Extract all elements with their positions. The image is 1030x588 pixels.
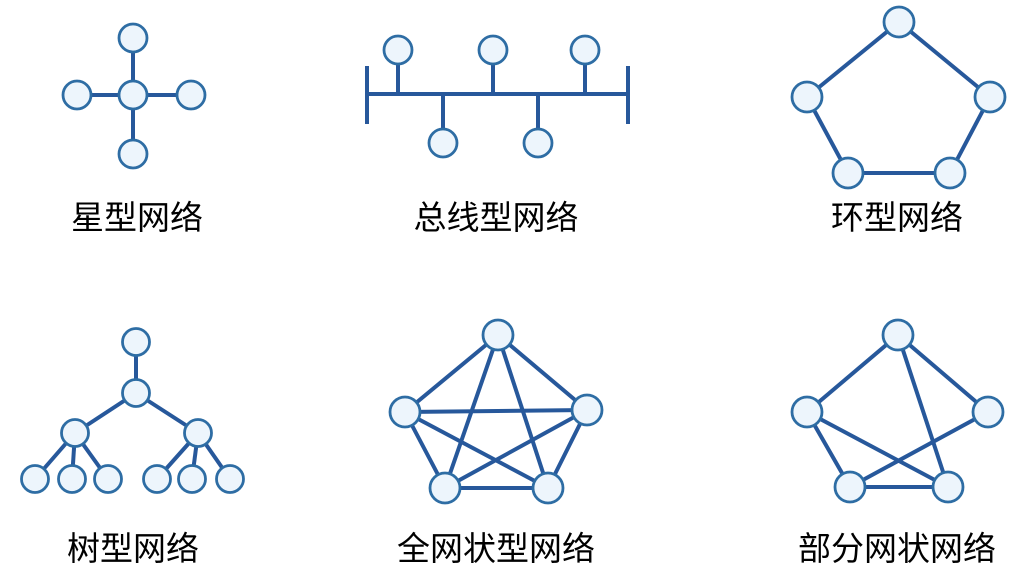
diagram-star: 星型网络 <box>61 22 207 236</box>
network-node <box>215 464 245 494</box>
network-edge <box>403 333 500 414</box>
network-node <box>881 318 915 352</box>
network-edge <box>404 410 549 490</box>
network-node <box>177 464 207 494</box>
diagram-label-bus: 总线型网络 <box>414 199 579 236</box>
network-edge <box>806 410 949 489</box>
network-edge <box>404 408 588 414</box>
network-edge <box>896 334 950 488</box>
network-node <box>175 79 207 111</box>
network-node <box>833 470 867 504</box>
network-edge <box>897 20 992 99</box>
network-node <box>933 156 967 190</box>
network-node <box>121 378 151 408</box>
diagram-full-mesh: 全网状型网络 <box>388 318 604 567</box>
network-node <box>973 80 1007 114</box>
network-node <box>790 395 824 429</box>
network-node <box>388 395 422 429</box>
network-edge <box>849 410 989 489</box>
diagram-partial-mesh: 部分网状网络 <box>790 318 1005 567</box>
network-node <box>117 22 149 54</box>
network-edge <box>444 408 588 490</box>
network-node <box>60 418 90 448</box>
network-node <box>93 464 123 494</box>
network-node <box>882 5 916 39</box>
network-node <box>428 471 462 505</box>
network-node <box>570 393 604 427</box>
diagram-label-tree: 树型网络 <box>67 530 199 567</box>
network-node <box>57 464 87 494</box>
diagram-ring: 环型网络 <box>790 5 1007 236</box>
network-node <box>931 470 965 504</box>
network-node <box>117 138 149 170</box>
network-node <box>971 395 1005 429</box>
network-node <box>117 79 149 111</box>
network-edge <box>805 333 900 414</box>
network-node <box>61 79 93 111</box>
diagram-label-ring: 环型网络 <box>831 199 963 236</box>
network-node <box>20 464 50 494</box>
network-node <box>427 127 459 159</box>
network-node <box>531 471 565 505</box>
network-node <box>382 34 414 66</box>
network-node <box>481 318 515 352</box>
diagram-label-star: 星型网络 <box>71 199 203 236</box>
network-edge <box>496 333 589 412</box>
diagram-tree: 树型网络 <box>20 327 245 567</box>
diagram-label-partial-mesh: 部分网状网络 <box>798 530 996 567</box>
diagram-bus: 总线型网络 <box>365 34 630 236</box>
network-node <box>477 34 509 66</box>
network-node <box>183 418 213 448</box>
network-edge <box>805 20 901 99</box>
network-node <box>121 327 151 357</box>
network-node <box>569 34 601 66</box>
network-edge <box>896 333 990 414</box>
network-node <box>142 464 172 494</box>
network-node <box>831 156 865 190</box>
network-node <box>522 127 554 159</box>
network-node <box>790 80 824 114</box>
diagram-label-full-mesh: 全网状型网络 <box>397 530 595 567</box>
